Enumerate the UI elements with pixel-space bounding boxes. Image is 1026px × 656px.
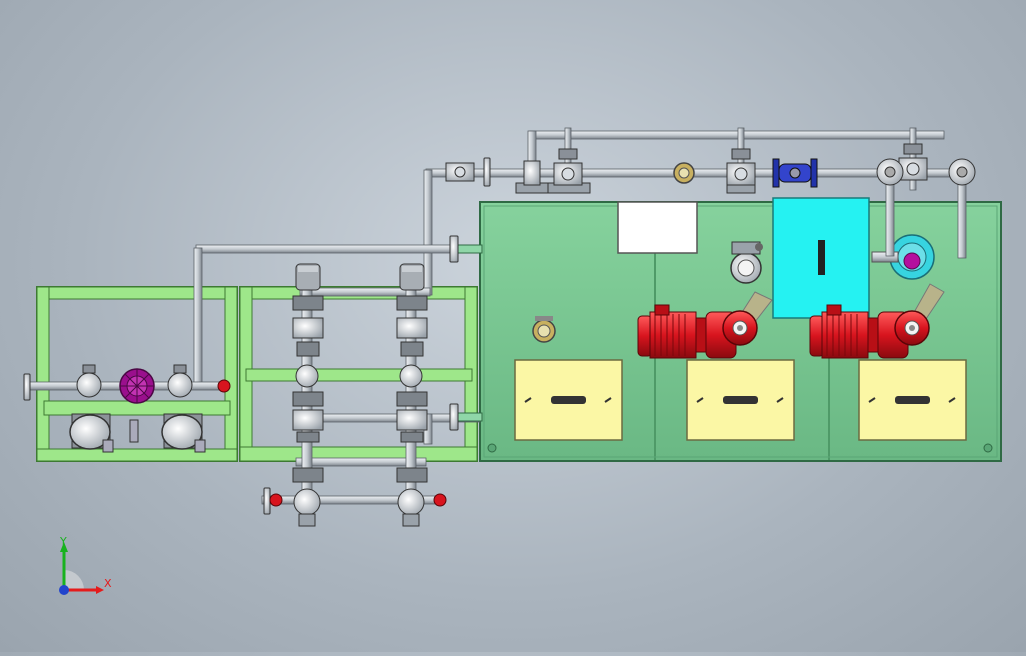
round-vessel-2 <box>161 413 206 453</box>
y-axis-label: Y <box>59 535 67 548</box>
tank-3 <box>858 359 967 441</box>
motor-gearbox-2 <box>809 304 930 359</box>
top-valves <box>445 143 976 194</box>
round-vessel-1 <box>69 413 114 453</box>
frame1-valves <box>76 364 193 404</box>
x-axis-label: X <box>104 577 112 590</box>
left-frame-2 <box>239 286 478 462</box>
pressure-gauge <box>532 316 556 343</box>
motor-gearbox-1 <box>637 304 758 359</box>
flow-meter <box>730 241 763 284</box>
control-box <box>617 201 698 254</box>
drain-valve <box>129 419 139 443</box>
left-frame-1 <box>36 286 238 462</box>
tank-2 <box>686 359 795 441</box>
blower <box>871 234 935 280</box>
purple-pump <box>119 368 155 404</box>
blue-valve <box>772 158 818 188</box>
red-hydrants <box>217 379 447 507</box>
triad-arc <box>64 570 84 590</box>
coordinate-triad: Y X <box>59 535 112 595</box>
flanges <box>23 157 491 515</box>
pump-stack-1 <box>292 263 324 527</box>
tank-1 <box>514 359 623 441</box>
pump-stack-2 <box>396 263 428 527</box>
z-axis-dot <box>59 585 69 595</box>
